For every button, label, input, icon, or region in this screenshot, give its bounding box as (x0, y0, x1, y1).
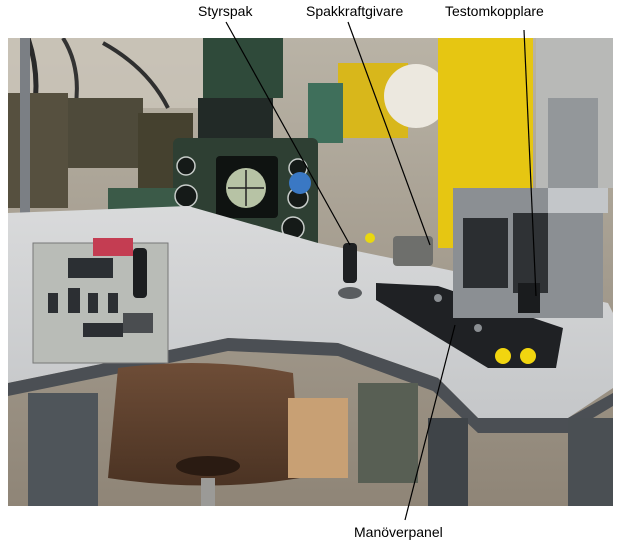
label-testomkopplare: Testomkopplare (445, 3, 544, 19)
label-manoverpanel: Manöverpanel (354, 524, 443, 540)
throttle (133, 248, 147, 298)
chair (108, 363, 300, 486)
label-styrspak: Styrspak (198, 3, 253, 19)
label-spakkraftgivare: Spakkraftgivare (306, 3, 404, 19)
maneuver-panel (376, 283, 563, 368)
test-switch (518, 283, 540, 313)
force-sensor (393, 236, 433, 266)
simulator-rig-photo (8, 38, 613, 506)
rig-illustration (8, 38, 613, 506)
control-stick (343, 243, 357, 283)
storage-crate (8, 93, 68, 208)
